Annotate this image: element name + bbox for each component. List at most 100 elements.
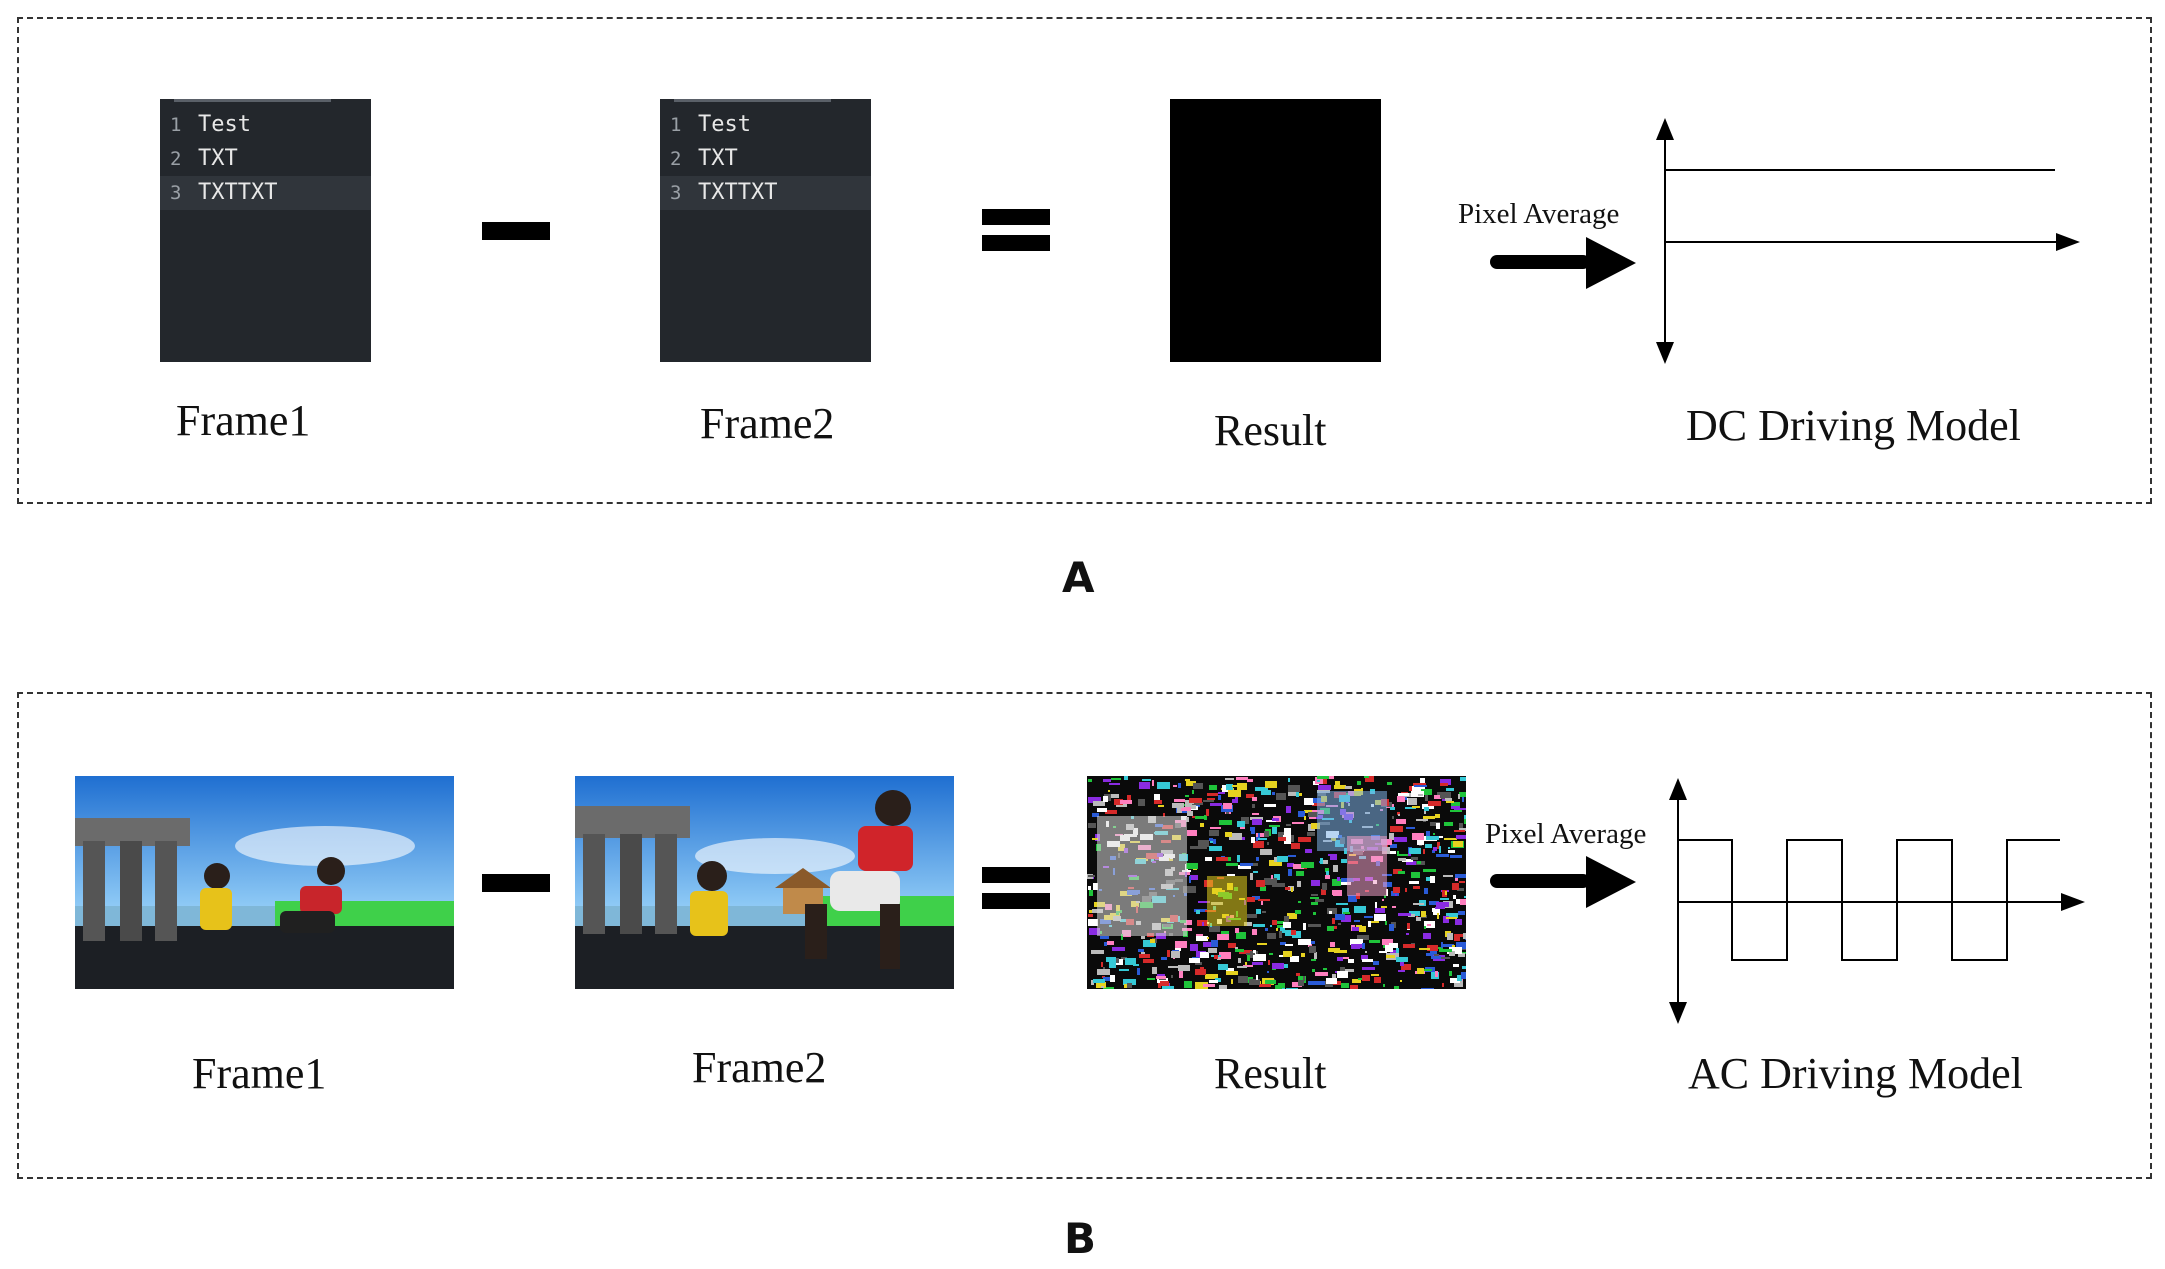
noise-speck [1458, 953, 1465, 957]
noise-speck [1235, 797, 1238, 801]
noise-speck [1437, 913, 1439, 919]
noise-speck [1160, 981, 1169, 986]
noise-speck [1154, 794, 1160, 800]
noise-speck [1274, 874, 1280, 880]
noise-speck [1235, 949, 1244, 952]
model-caption: AC Driving Model [1688, 1049, 2023, 1098]
noise-speck [1209, 846, 1222, 851]
noise-speck [1258, 899, 1270, 901]
noise-speck [1088, 919, 1098, 926]
noise-speck [1435, 971, 1438, 977]
noise-speck [1252, 804, 1255, 808]
noise-speck [1424, 888, 1428, 894]
noise-speck [1088, 875, 1095, 877]
noise-speck [1106, 957, 1116, 962]
noise-speck [1406, 933, 1409, 935]
noise-speck [1444, 822, 1453, 826]
noise-speck [1339, 957, 1349, 959]
noise-speck [1408, 798, 1417, 805]
noise-speck [1354, 906, 1366, 913]
noise-speck [1403, 944, 1415, 948]
noise-speck [1433, 833, 1435, 835]
noise-speck [1462, 795, 1464, 802]
noise-speck [1112, 947, 1125, 951]
y-axis-up-arrow [1656, 118, 1674, 140]
noise-speck [1257, 943, 1267, 945]
noise-speck [1226, 811, 1229, 814]
noise-speck [1308, 812, 1318, 817]
noise-speck [1364, 776, 1369, 778]
noise-speck [1288, 785, 1300, 792]
noise-speck [1089, 890, 1093, 896]
noise-speck [1092, 813, 1099, 817]
noise-speck [1422, 804, 1434, 809]
noise-speck [1392, 816, 1394, 819]
noise-speck [1175, 941, 1187, 948]
noise-speck [1447, 933, 1453, 940]
noise-speck [1121, 934, 1123, 940]
noise-speck [1256, 975, 1258, 980]
noise-speck [1439, 846, 1441, 853]
noise-speck [1416, 819, 1428, 821]
noise-speck [1237, 855, 1240, 862]
noise-speck [1262, 911, 1266, 913]
noise-speck [1229, 833, 1242, 840]
noise-speck [1252, 813, 1259, 815]
noise-speck [1253, 954, 1266, 961]
noise-speck [1426, 836, 1439, 840]
noise-speck [1315, 972, 1328, 976]
noise-speck [1196, 936, 1208, 941]
y-axis-down-arrow [1656, 342, 1674, 364]
noise-speck [1423, 869, 1436, 872]
noise-speck [1426, 953, 1433, 956]
noise-speck [1389, 943, 1398, 948]
noise-speck [1267, 971, 1269, 973]
noise-speck [1141, 936, 1145, 939]
noise-speck [1246, 794, 1254, 798]
noise-speck [1392, 906, 1396, 908]
noise-speck [1158, 981, 1161, 988]
noise-speck [1207, 793, 1218, 796]
noise-speck [1450, 810, 1462, 812]
noise-speck [1343, 912, 1350, 914]
noise-speck [1389, 924, 1394, 931]
noise-speck [1278, 832, 1284, 837]
noise-speck [1271, 875, 1273, 879]
frame1-photo [75, 776, 454, 989]
noise-speck [1210, 841, 1213, 843]
noise-speck [1433, 847, 1437, 851]
noise-speck [1307, 832, 1315, 836]
noise-speck [1351, 944, 1360, 949]
noise-speck [1278, 983, 1285, 989]
noise-speck [1426, 877, 1430, 881]
noise-speck [1137, 968, 1140, 975]
noise-speck [1286, 806, 1291, 813]
noise-speck [1326, 871, 1329, 875]
noise-speck [1101, 986, 1104, 988]
noise-speck [1350, 985, 1358, 989]
noise-speck [1350, 939, 1363, 945]
noise-speck [1308, 981, 1319, 985]
noise-speck [1264, 831, 1269, 837]
noise-speck [1260, 886, 1266, 891]
noise-speck [1443, 875, 1453, 877]
noise-speck [1109, 962, 1116, 968]
noise-speck [1244, 922, 1252, 926]
noise-speck [1179, 971, 1183, 978]
noise-speck [1362, 975, 1370, 981]
noise-speck [1330, 942, 1335, 947]
noise-speck [1097, 969, 1110, 975]
noise-speck [1195, 816, 1206, 819]
noise-speck [1315, 981, 1328, 985]
noise-speck [1101, 962, 1103, 967]
noise-speck [1412, 833, 1424, 840]
noise-speck [1268, 960, 1270, 965]
noise-speck [1288, 778, 1290, 782]
noise-speck [1237, 966, 1247, 968]
noise-speck [1298, 811, 1305, 817]
noise-speck [1398, 871, 1405, 874]
noise-speck [1455, 874, 1466, 878]
noise-speck [1402, 859, 1413, 862]
